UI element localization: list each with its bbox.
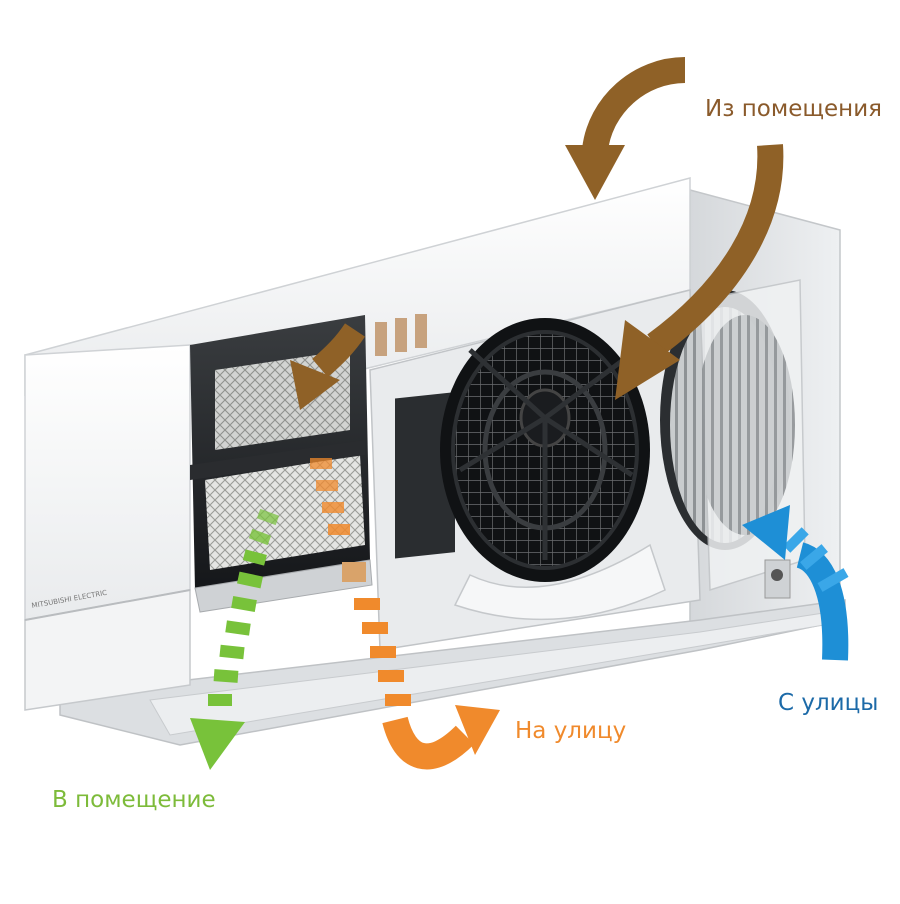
from-room-exchanger-arrow-icon: [290, 323, 365, 410]
label-to-street: На улицу: [515, 718, 627, 744]
label-to-room: В помещение: [52, 787, 216, 813]
from-street-arrow-icon: [742, 505, 849, 661]
label-from-street: С улицы: [778, 690, 879, 716]
label-from-room: Из помещения: [705, 96, 882, 122]
to-room-arrow-icon: [190, 508, 280, 770]
from-room-fan-arrow-icon: [615, 144, 784, 400]
from-room-arrow-icon: [565, 57, 686, 200]
vent-slots: [375, 314, 427, 356]
to-street-arrow-icon: [310, 458, 500, 770]
